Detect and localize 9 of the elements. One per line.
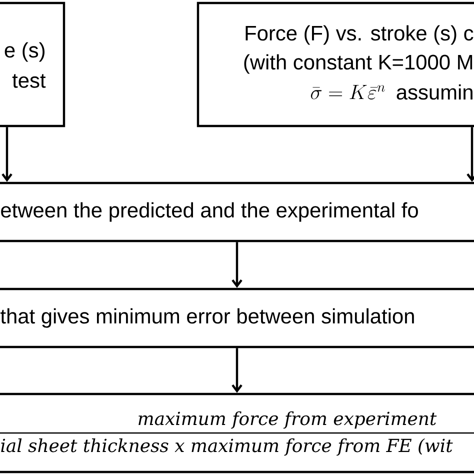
arrow [232,242,242,288]
process-box: Force (F) vs. stroke (s) c (with constant K=1000 M $\bar{\sigma} = K\bar{\varepsilon}^{n}$ assumin [196,2,474,128]
process-box: maximum force from experiment ial sheet thickness x maximum force from FE (wit [0,392,474,474]
arrow [232,348,242,393]
arrow [466,127,474,182]
process-box: etween the predicted and the experimental fo [0,182,474,242]
process-box: e (s) test [0,2,66,128]
arrow [2,127,12,182]
process-box: that gives minimum error between simulation [0,288,474,348]
